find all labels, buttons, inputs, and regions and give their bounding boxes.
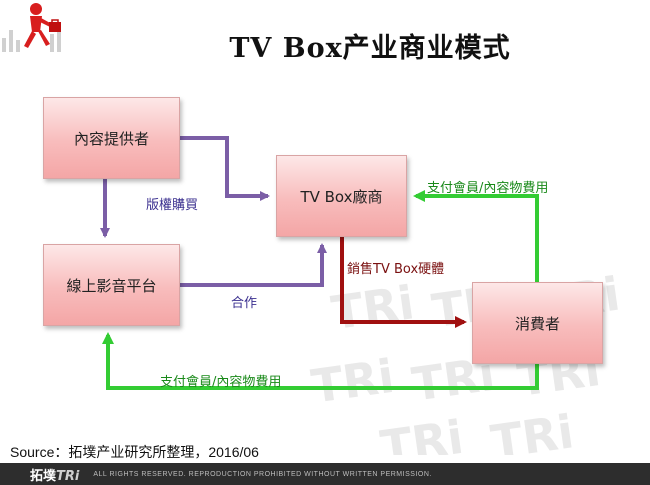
edge-label-license: 版權購買 xyxy=(146,198,199,213)
edge-label-cooperation: 合作 xyxy=(231,296,258,311)
footer-brand-cn: 拓墣 xyxy=(30,468,57,484)
node-tvbox-vendor: TV Box廠商 xyxy=(276,155,407,237)
edge-license-arrow xyxy=(180,136,270,201)
footer-brand-logo: 拓墣TRi xyxy=(30,465,79,484)
node-online-platform: 線上影音平台 xyxy=(43,244,180,326)
edge-label-pay-vendor: 支付會員/內容物費用 xyxy=(427,181,549,196)
footer-copyright: ALL RIGHTS RESERVED. REPRODUCTION PROHIB… xyxy=(93,470,432,478)
watermark-mark: TRi xyxy=(488,404,577,455)
node-consumer: 消費者 xyxy=(472,282,603,364)
footer-bar: 拓墣TRi ALL RIGHTS RESERVED. REPRODUCTION … xyxy=(0,463,650,485)
edge-pay-platform-arrow xyxy=(102,332,539,390)
edge-pay-vendor-arrow xyxy=(413,190,539,282)
edge-label-sell-hardware: 銷售TV Box硬體 xyxy=(347,262,445,277)
page-title: TV Box产业商业模式 xyxy=(229,33,511,64)
logo-icon xyxy=(2,3,61,52)
edge-label-pay-platform: 支付會員/內容物費用 xyxy=(160,375,282,390)
source-note: Source：拓墣产业研究所整理，2016/06 xyxy=(10,444,259,460)
footer-brand-en: TRi xyxy=(56,468,80,484)
edge-cooperation-arrow xyxy=(180,243,327,287)
edge-sell-arrow xyxy=(340,237,467,328)
node-content-provider: 內容提供者 xyxy=(43,97,180,179)
watermark-mark: TRi xyxy=(308,349,397,414)
